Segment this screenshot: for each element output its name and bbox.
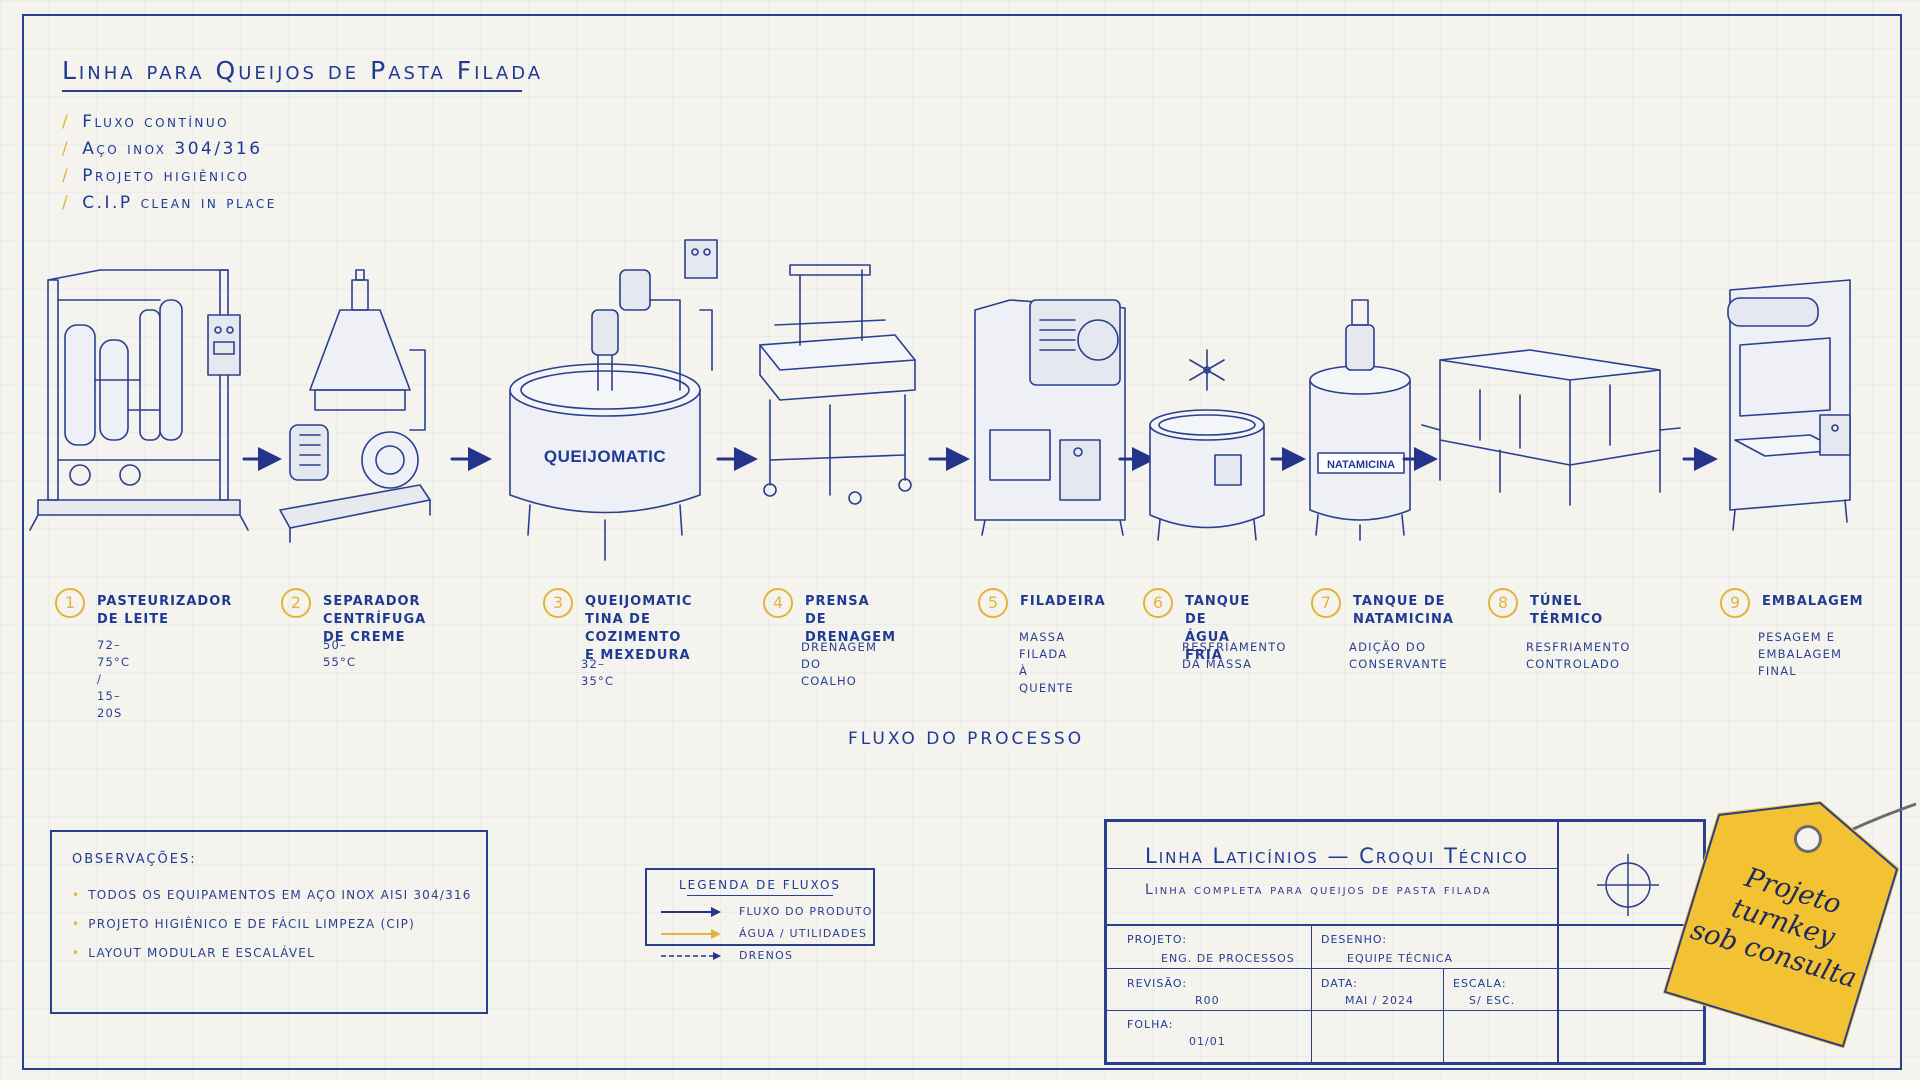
divider (1443, 968, 1444, 1062)
feature-item: /C.I.P clean in place (62, 193, 277, 213)
step-number: 2 (281, 588, 311, 618)
step-description: 32–35°C (581, 657, 615, 688)
step-description: Resfriamento controlado (1526, 640, 1631, 671)
pasteurizer-sketch (29, 269, 249, 531)
natamicina-label: NATAMICINA (1327, 459, 1395, 471)
desenho-value: Equipe Técnica (1347, 952, 1454, 965)
product-flow-arrow-icon (661, 907, 721, 917)
turnkey-tag: Projeto turnkey sob consulta (1663, 773, 1912, 1049)
step-number: 8 (1488, 588, 1518, 618)
escala-value: S/ ESC. (1469, 994, 1516, 1007)
observations-title: Observações: (72, 852, 197, 867)
revisao-value: R00 (1195, 994, 1220, 1007)
revisao-label: Revisão: (1127, 977, 1188, 990)
step-description: Adição do conservante (1349, 640, 1448, 671)
slash-icon: / (62, 193, 71, 213)
step-number: 4 (763, 588, 793, 618)
step-number: 6 (1143, 588, 1173, 618)
observations-box: Observações: •Todos os equipamentos em a… (50, 830, 488, 1014)
feature-item: /Projeto higiênico (62, 166, 250, 186)
equipment-sketches: QUEIJOMATIC (29, 239, 1851, 561)
drainage-press-sketch (759, 264, 916, 505)
projeto-value: Eng. de Processos (1161, 952, 1295, 965)
escala-label: Escala: (1453, 977, 1507, 990)
step-name: Túnel térmico (1530, 594, 1604, 627)
step-name: Separador centrífuga de creme (323, 594, 427, 645)
divider (1107, 924, 1703, 926)
step-description: Massa filada à quente (1019, 630, 1074, 695)
queijomatic-label: QUEIJOMATIC (544, 447, 666, 466)
queijomatic-sketch: QUEIJOMATIC (509, 239, 718, 561)
folha-label: Folha: (1127, 1018, 1174, 1031)
bullet-icon: • (72, 946, 81, 960)
step-name: Tanque de água fria (1185, 594, 1251, 663)
title-block: Linha Laticínios — Croqui Técnico Linha … (1104, 819, 1706, 1065)
drain-flow-arrow-icon (661, 952, 721, 960)
step-number: 3 (543, 588, 573, 618)
step-description: Pesagem e embalagem final (1758, 630, 1843, 678)
divider (1557, 822, 1559, 1062)
step-description: 50–55°C (323, 638, 357, 669)
step-name: Pasteurizador de leite (97, 594, 233, 627)
step-description: Drenagem do coalho (801, 640, 878, 688)
projeto-label: Projeto: (1127, 933, 1188, 946)
bullet-icon: • (72, 917, 81, 931)
step-number: 1 (55, 588, 85, 618)
step-description: 72–75°C / 15–20s (97, 638, 131, 720)
step-number: 7 (1311, 588, 1341, 618)
step-number: 9 (1720, 588, 1750, 618)
step-name: Embalagem (1762, 594, 1864, 609)
cold-water-tank-sketch (1149, 349, 1265, 541)
snowflake-icon (1189, 349, 1225, 391)
feature-item: /Aço inox 304/316 (62, 139, 263, 159)
observation-item: •Projeto higiênico e de fácil limpeza (C… (72, 917, 415, 931)
filadeira-sketch (974, 299, 1126, 536)
divider (1107, 968, 1703, 969)
tag-outline (1663, 801, 1899, 1048)
utility-flow-arrow-icon (661, 929, 721, 939)
desenho-label: Desenho: (1321, 933, 1388, 946)
step-description: Resfriamento da massa (1182, 640, 1287, 671)
process-flow-label: Fluxo do processo (842, 729, 1091, 749)
divider (1107, 1010, 1703, 1011)
divider (1107, 868, 1557, 869)
observation-item: •Layout modular e escalável (72, 946, 315, 960)
step-name: Prensa de drenagem (805, 594, 897, 645)
drawing-border (22, 14, 1902, 1070)
natamicina-tank-sketch: NATAMICINA (1309, 299, 1411, 541)
title-block-title: Linha Laticínios — Croqui Técnico (1145, 844, 1529, 868)
slash-icon: / (62, 139, 71, 159)
legend-underline (687, 895, 833, 896)
step-name: Filadeira (1020, 594, 1106, 609)
title-block-subtitle: Linha completa para queijos de pasta fil… (1145, 882, 1492, 898)
title-underline (62, 90, 522, 92)
crosshair-icon (1597, 854, 1659, 916)
step-name: Queijomatic tina de cozimento e mexedura (585, 594, 693, 663)
slash-icon: / (62, 166, 71, 186)
thermal-tunnel-sketch (1421, 349, 1681, 506)
observation-item: •Todos os equipamentos em aço inox AISI … (72, 888, 472, 902)
data-label: Data: (1321, 977, 1358, 990)
step-number: 5 (978, 588, 1008, 618)
separator-sketch (279, 269, 431, 543)
bullet-icon: • (72, 888, 81, 902)
feature-item: /Fluxo contínuo (62, 112, 230, 132)
page-title: Linha para Queijos de Pasta Filada (62, 56, 544, 85)
slash-icon: / (62, 112, 71, 132)
data-value: MAI / 2024 (1345, 994, 1414, 1007)
flow-legend: Legenda de fluxos Fluxo do produto Água … (645, 868, 875, 962)
divider (1311, 924, 1312, 1062)
packaging-sketch (1727, 279, 1851, 531)
folha-value: 01/01 (1189, 1035, 1226, 1048)
step-name: Tanque de natamicina (1353, 594, 1454, 627)
legend-title: Legenda de fluxos (678, 878, 842, 892)
